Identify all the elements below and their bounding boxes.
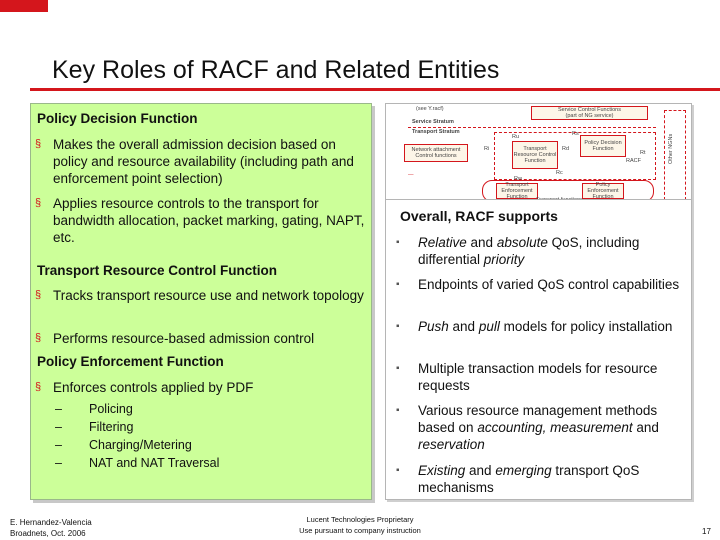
support-item: ▪ Endpoints of varied QoS control capabi…: [396, 276, 686, 293]
pef-heading: Policy Enforcement Function: [37, 354, 224, 369]
support-text: Various resource management methods base…: [418, 403, 659, 452]
dash-mark: –: [55, 438, 62, 452]
pef-sub-item: – Filtering: [55, 418, 133, 436]
racf-boundary: [494, 132, 656, 180]
trcf-bullet-1: § Tracks transport resource use and netw…: [35, 287, 365, 304]
rs-label: Rs: [572, 131, 579, 137]
rd-label: Rd: [562, 146, 570, 152]
venue: Broadnets, Oct. 2006: [10, 529, 86, 538]
support-item: ▪ Push and pull models for policy instal…: [396, 318, 686, 335]
racf-label: RACF: [626, 158, 641, 164]
network-attachment-box: Network attachment Control functions: [404, 144, 468, 162]
pdf-heading: Policy Decision Function: [37, 111, 198, 126]
support-text: Multiple transaction models for resource…: [418, 361, 658, 393]
author-name: E. Hernandez-Valencia: [10, 518, 92, 527]
sub-text: Charging/Metering: [89, 438, 192, 452]
dash-mark: –: [55, 420, 62, 434]
footer-author: E. Hernandez-Valencia Broadnets, Oct. 20…: [10, 517, 92, 539]
pef-sub-item: – Charging/Metering: [55, 436, 192, 454]
support-text: Push and pull models for policy installa…: [418, 319, 673, 334]
stratum-divider: [408, 127, 656, 128]
dash-mark: –: [55, 456, 62, 470]
ri-label: Ri: [484, 146, 490, 152]
trcf-box: Transport Resource Control Function: [512, 141, 558, 169]
rw-label: Rw: [514, 176, 522, 182]
bullet-mark: §: [35, 138, 42, 150]
support-text: Existing and emerging transport QoS mech…: [418, 463, 640, 495]
legend-label: —: [408, 172, 414, 178]
ru-label: Ru: [512, 134, 520, 140]
rt-label: Rt: [640, 150, 646, 156]
pdf-bullet-1: § Makes the overall admission decision b…: [35, 136, 365, 187]
transport-stratum-label: Transport Stratum: [412, 129, 460, 135]
bullet-text: Tracks transport resource use and networ…: [53, 288, 364, 303]
bullet-text: Applies resource controls to the transpo…: [53, 196, 365, 245]
support-item: ▪ Multiple transaction models for resour…: [396, 360, 686, 394]
sub-text: NAT and NAT Traversal: [89, 456, 220, 470]
bullet-mark: ▪: [396, 321, 400, 332]
bullet-mark: ▪: [396, 237, 400, 248]
diagram-ref: (see Y.racf): [416, 106, 444, 112]
bullet-mark: ▪: [396, 465, 400, 476]
bullet-text: Performs resource-based admission contro…: [53, 331, 315, 346]
support-item: ▪ Various resource management methods ba…: [396, 402, 686, 453]
pef-sub-item: – NAT and NAT Traversal: [55, 454, 219, 472]
proprietary-line-2: Use pursuant to company instruction: [299, 526, 421, 535]
proprietary-line-1: Lucent Technologies Proprietary: [306, 515, 414, 524]
trcf-bullet-2: § Performs resource-based admission cont…: [35, 330, 365, 347]
support-text: Endpoints of varied QoS control capabili…: [418, 277, 680, 292]
racf-architecture-diagram: (see Y.racf) Service Control Functions (…: [385, 103, 692, 205]
supports-heading: Overall, RACF supports: [400, 208, 558, 224]
bullet-mark: ▪: [396, 279, 400, 290]
left-panel: Policy Decision Function § Makes the ove…: [30, 103, 372, 500]
title-divider: [30, 88, 720, 91]
dash-mark: –: [55, 402, 62, 416]
service-control-box: Service Control Functions (part of NG se…: [531, 106, 648, 120]
footer-proprietary: Lucent Technologies Proprietary Use purs…: [270, 514, 450, 536]
pdf-box: Policy Decision Function: [580, 135, 626, 157]
racf-supports-panel: Overall, RACF supports ▪ Relative and ab…: [385, 199, 692, 500]
pef-sub-item: – Policing: [55, 400, 133, 418]
pdf-bullet-2: § Applies resource controls to the trans…: [35, 195, 365, 246]
trcf-heading: Transport Resource Control Function: [37, 263, 278, 278]
policy-enforcement-box: Policy Enforcement Function: [582, 182, 624, 200]
bullet-text: Enforces controls applied by PDF: [53, 380, 254, 395]
bullet-mark: ▪: [396, 405, 400, 416]
support-text: Relative and absolute QoS, including dif…: [418, 235, 640, 267]
bullet-mark: ▪: [396, 363, 400, 374]
logo-mark: [0, 0, 48, 12]
support-item: ▪ Relative and absolute QoS, including d…: [396, 234, 686, 268]
bullet-mark: §: [35, 289, 42, 301]
service-control-label: Service Control Functions: [558, 107, 621, 113]
bullet-mark: §: [35, 332, 42, 344]
bullet-text: Makes the overall admission decision bas…: [53, 137, 354, 186]
page-title: Key Roles of RACF and Related Entities: [52, 56, 500, 84]
service-control-sub: (part of NG service): [565, 113, 614, 119]
pef-bullet-1: § Enforces controls applied by PDF: [35, 379, 365, 396]
support-item: ▪ Existing and emerging transport QoS me…: [396, 462, 686, 496]
service-stratum-label: Service Stratum: [412, 119, 454, 125]
rc-label: Rc: [556, 170, 563, 176]
bullet-mark: §: [35, 197, 42, 209]
other-ngns-label: Other NGNs: [668, 133, 674, 164]
page-number: 17: [702, 527, 711, 536]
transport-enforcement-box: Transport Enforcement Function: [496, 182, 538, 200]
sub-text: Filtering: [89, 420, 134, 434]
bullet-mark: §: [35, 381, 42, 393]
sub-text: Policing: [89, 402, 133, 416]
